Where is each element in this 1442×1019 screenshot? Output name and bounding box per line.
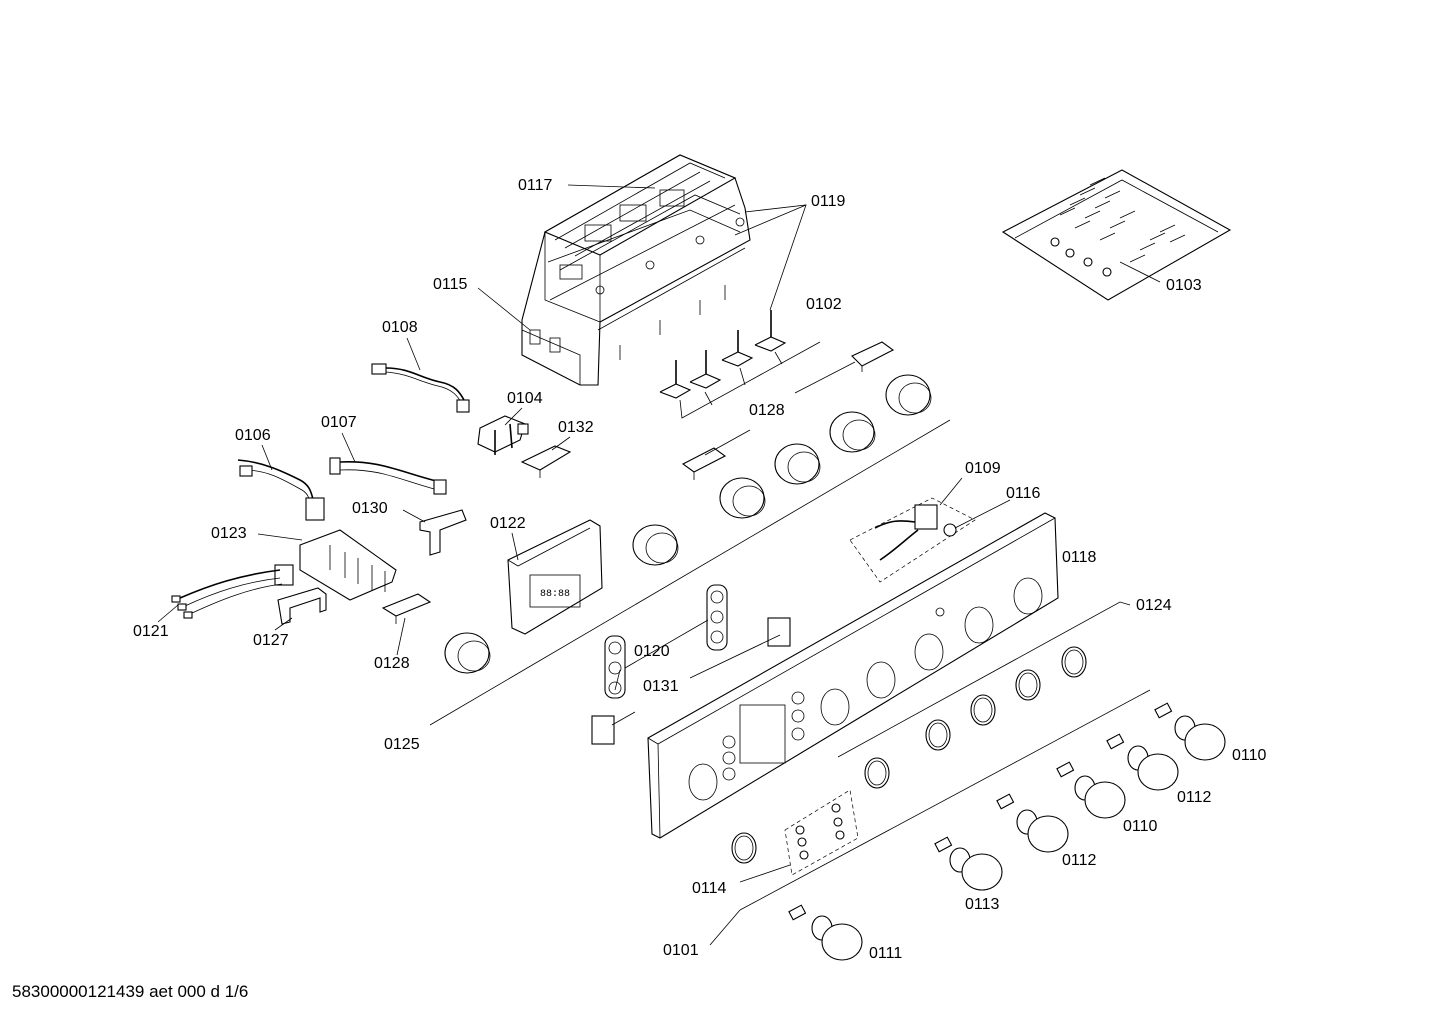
clip-0131 xyxy=(591,617,791,745)
screw-bag xyxy=(1001,169,1232,301)
control-knobs xyxy=(739,689,1226,961)
label-0106: 0106 xyxy=(235,427,271,444)
label-0128-lower: 0128 xyxy=(374,655,410,672)
ribbon-0107 xyxy=(329,457,447,495)
leader-lines xyxy=(157,184,1161,946)
led-strip-left xyxy=(604,635,626,699)
harness-0106 xyxy=(237,459,325,521)
label-0122: 0122 xyxy=(490,515,526,532)
clip-0128-upper xyxy=(681,341,895,480)
knob-0112-mid xyxy=(996,793,1069,853)
label-0124: 0124 xyxy=(1136,597,1172,614)
harness-0121 xyxy=(171,569,283,619)
label-0131: 0131 xyxy=(643,678,679,695)
label-0118: 0118 xyxy=(1062,549,1097,566)
timer-module: 88:88 xyxy=(507,519,603,635)
document-id: 58300000121439 aet 000 d 1/6 xyxy=(12,982,249,1001)
knob-0110-mid xyxy=(1056,761,1126,819)
label-0103: 0103 xyxy=(1166,277,1202,294)
label-0132: 0132 xyxy=(558,419,594,436)
terminal-block xyxy=(274,529,397,601)
label-0116: 0116 xyxy=(1006,485,1041,502)
label-0119: 0119 xyxy=(811,193,846,210)
knob-0111 xyxy=(788,904,863,961)
thermostat-0109 xyxy=(849,497,976,583)
label-0120: 0120 xyxy=(634,643,670,660)
label-0121: 0121 xyxy=(133,623,169,640)
label-0112-top: 0112 xyxy=(1177,789,1212,806)
label-0128-upper: 0128 xyxy=(749,402,785,419)
knob-0110-top xyxy=(1154,702,1226,761)
switch-0104 xyxy=(477,415,529,455)
clip-0128-lower xyxy=(381,593,432,624)
label-0127: 0127 xyxy=(253,632,289,649)
label-0123: 0123 xyxy=(211,525,247,542)
label-0117: 0117 xyxy=(518,177,553,194)
label-0115: 0115 xyxy=(433,276,468,293)
label-0125: 0125 xyxy=(384,736,420,753)
screw-set xyxy=(784,789,859,876)
knob-0113 xyxy=(934,836,1003,891)
label-0110-mid: 0110 xyxy=(1123,818,1158,835)
led-strip-right xyxy=(706,584,728,651)
label-0102: 0102 xyxy=(806,296,842,313)
label-0109: 0109 xyxy=(965,460,1001,477)
label-0113: 0113 xyxy=(965,896,1000,913)
knob-0112-top xyxy=(1106,733,1179,791)
label-0101: 0101 xyxy=(663,942,699,959)
front-panel xyxy=(647,512,1059,839)
clip-0132 xyxy=(520,445,572,478)
label-0111: 0111 xyxy=(869,945,903,962)
label-0114: 0114 xyxy=(692,880,727,897)
label-0110-top: 0110 xyxy=(1232,747,1267,764)
label-0104: 0104 xyxy=(507,390,543,407)
bracket-0127 xyxy=(277,587,327,625)
bracket-0130 xyxy=(419,509,467,556)
label-0107: 0107 xyxy=(321,414,357,431)
housing-assembly xyxy=(521,154,751,386)
label-0112-mid: 0112 xyxy=(1062,852,1097,869)
harness-0108 xyxy=(371,363,470,413)
knob-rings xyxy=(731,601,1131,864)
label-0130: 0130 xyxy=(352,500,388,517)
relay-group xyxy=(659,310,821,419)
svg-text:88:88: 88:88 xyxy=(540,589,570,600)
knob-sleeves xyxy=(429,374,951,726)
label-0108: 0108 xyxy=(382,319,418,336)
